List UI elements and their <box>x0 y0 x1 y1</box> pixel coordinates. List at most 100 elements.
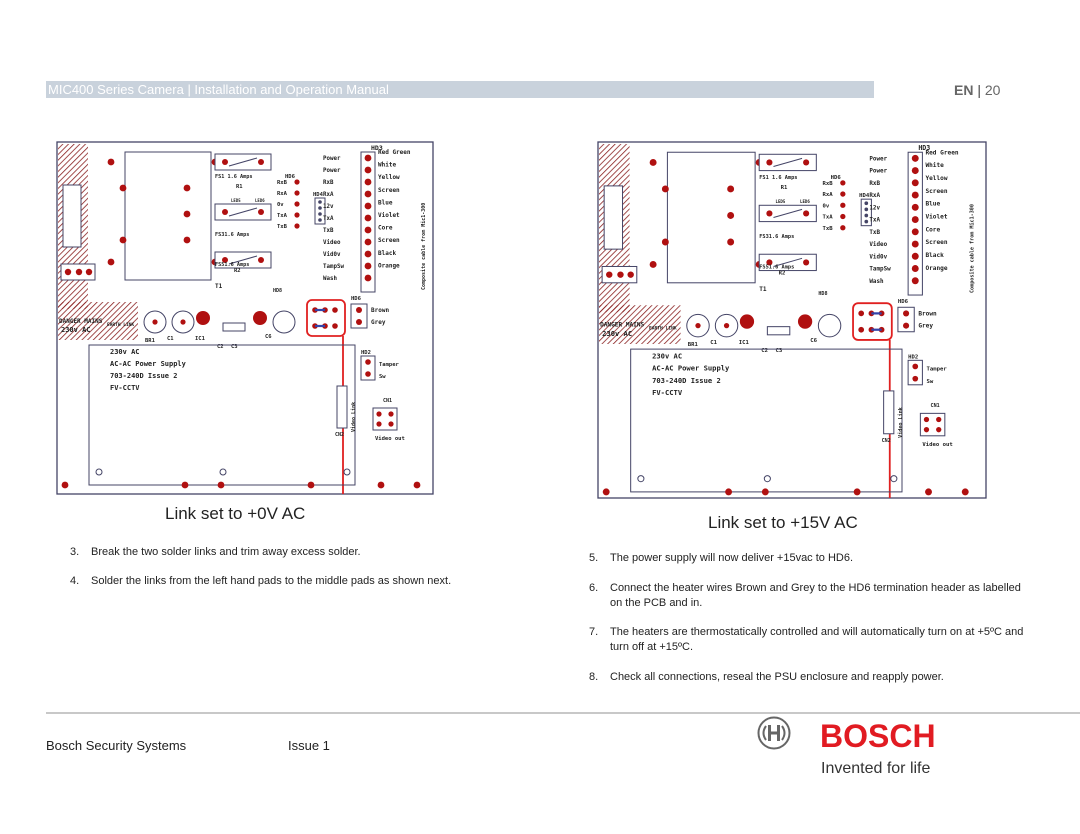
step-number: 5. <box>589 552 599 564</box>
pcb-pad <box>364 226 372 234</box>
pcb-pad <box>911 179 919 187</box>
pcb-label: LED6 <box>800 199 810 204</box>
pcb-label: HD3 <box>918 144 930 152</box>
step-text: Break the two solder links and trim away… <box>91 546 361 558</box>
pcb-label: Wash <box>869 279 884 285</box>
pcb-label: RxA <box>822 192 833 198</box>
pcb-pad <box>911 167 919 175</box>
pcb-label: R1 <box>236 184 243 190</box>
pcb-label: RxB <box>323 180 334 186</box>
pcb-pad <box>294 190 300 196</box>
pcb-transformer <box>124 151 212 281</box>
pcb-label: FV-CCTV <box>110 384 140 392</box>
pcb-label: TxA <box>323 216 334 222</box>
pcb-pad <box>307 481 315 489</box>
pcb-label: RxB <box>277 180 288 186</box>
pcb-component <box>196 311 210 325</box>
pcb-label: HD8 <box>273 288 282 294</box>
pcb-label: CN2 <box>335 432 344 438</box>
pcb-hd4-connector <box>860 198 872 227</box>
pcb-label: C3 <box>776 348 783 354</box>
link-highlight-box <box>852 302 893 341</box>
pcb-pad <box>911 191 919 199</box>
pcb-label: C1 <box>167 336 174 342</box>
pcb-pad <box>61 481 69 489</box>
pcb-label: T1 <box>759 286 767 293</box>
pcb-label: C6 <box>810 338 817 344</box>
pcb-hd2-connector <box>907 359 923 386</box>
pcb-label: Vid0v <box>869 254 887 260</box>
pcb-label: Violet <box>378 212 400 219</box>
step-text: Connect the heater wires Brown and Grey … <box>610 582 1021 609</box>
pcb-capacitor <box>817 313 842 338</box>
pcb-fuse-element <box>773 208 803 219</box>
pcb-pad <box>911 240 919 248</box>
pcb-label: RxA <box>869 193 880 199</box>
pcb-label: AC-AC Power Supply <box>652 364 730 373</box>
pcb-label: 703-240D Issue 2 <box>110 372 177 380</box>
page-indicator: EN | 20 <box>954 82 1000 98</box>
pcb-pad <box>766 210 773 217</box>
pcb-label: Core <box>925 226 940 233</box>
pcb-label: Tamper <box>926 367 947 373</box>
pcb-pad <box>364 154 372 162</box>
pcb-label: HD6 <box>898 299 909 305</box>
pcb-pad <box>936 416 942 423</box>
pcb-pad <box>911 216 919 224</box>
pcb-mount-hole <box>343 468 351 476</box>
pcb-label: LED5 <box>231 198 241 203</box>
pcb-fuse-element <box>228 207 258 217</box>
pcb-label: Blue <box>378 199 393 206</box>
pcb-pad <box>911 203 919 211</box>
pcb-label: DANGER MAINS <box>600 322 644 329</box>
pcb-label: Composite cable from Mic1-300 <box>969 204 975 293</box>
pcb-label: 230v AC <box>602 329 632 338</box>
pcb-pad <box>912 375 919 382</box>
pcb-label: FV-CCTV <box>652 388 683 397</box>
pcb-label: TampSw <box>323 264 344 270</box>
step-number: 8. <box>589 671 599 683</box>
step-number: 4. <box>70 575 80 587</box>
pcb-pad <box>364 190 372 198</box>
pcb-label: LED6 <box>255 198 265 203</box>
pcb-label: R1 <box>781 185 788 191</box>
pcb-label: Video <box>869 242 887 248</box>
pcb-label: RxB <box>822 181 833 187</box>
pcb-pad <box>413 481 421 489</box>
pcb-label: Core <box>378 225 393 232</box>
pcb-pad <box>181 481 189 489</box>
pcb-pad <box>803 159 810 166</box>
pcb-label: Screen <box>378 187 400 194</box>
pcb-pad <box>388 421 394 427</box>
pcb-label: Red Green <box>378 149 411 156</box>
pcb-label: Orange <box>378 262 400 269</box>
pcb-pad <box>107 258 115 266</box>
pcb-pad <box>364 214 372 222</box>
pcb-pad <box>649 158 657 166</box>
pcb-label: Violet <box>925 213 947 221</box>
pcb-pad <box>356 307 362 313</box>
pcb-transformer <box>666 151 756 284</box>
pcb-fuse-holder <box>62 184 82 248</box>
pcb-label: RxA <box>277 191 288 197</box>
pcb-pad <box>294 223 300 229</box>
pcb-label: FS31.6 Amps <box>215 232 249 238</box>
pcb-capacitor <box>272 310 296 334</box>
document-title: MIC400 Series Camera | Installation and … <box>48 82 389 97</box>
pcb-label: White <box>378 162 396 169</box>
step-text: The heaters are thermostatically control… <box>610 626 1024 653</box>
pcb-label: Grey <box>918 323 933 330</box>
pcb-pin <box>318 218 322 222</box>
pcb-label: TxB <box>277 224 288 230</box>
pcb-pad <box>911 265 919 272</box>
pcb-ic <box>766 326 791 336</box>
pcb-pad <box>936 427 942 433</box>
pcb-label: Video out <box>375 436 405 442</box>
pcb-pad <box>858 326 865 333</box>
pcb-mount-hole <box>637 475 645 483</box>
pcb-pad <box>356 319 362 325</box>
page-number: 20 <box>984 82 1001 98</box>
pcb-pad <box>727 185 735 193</box>
